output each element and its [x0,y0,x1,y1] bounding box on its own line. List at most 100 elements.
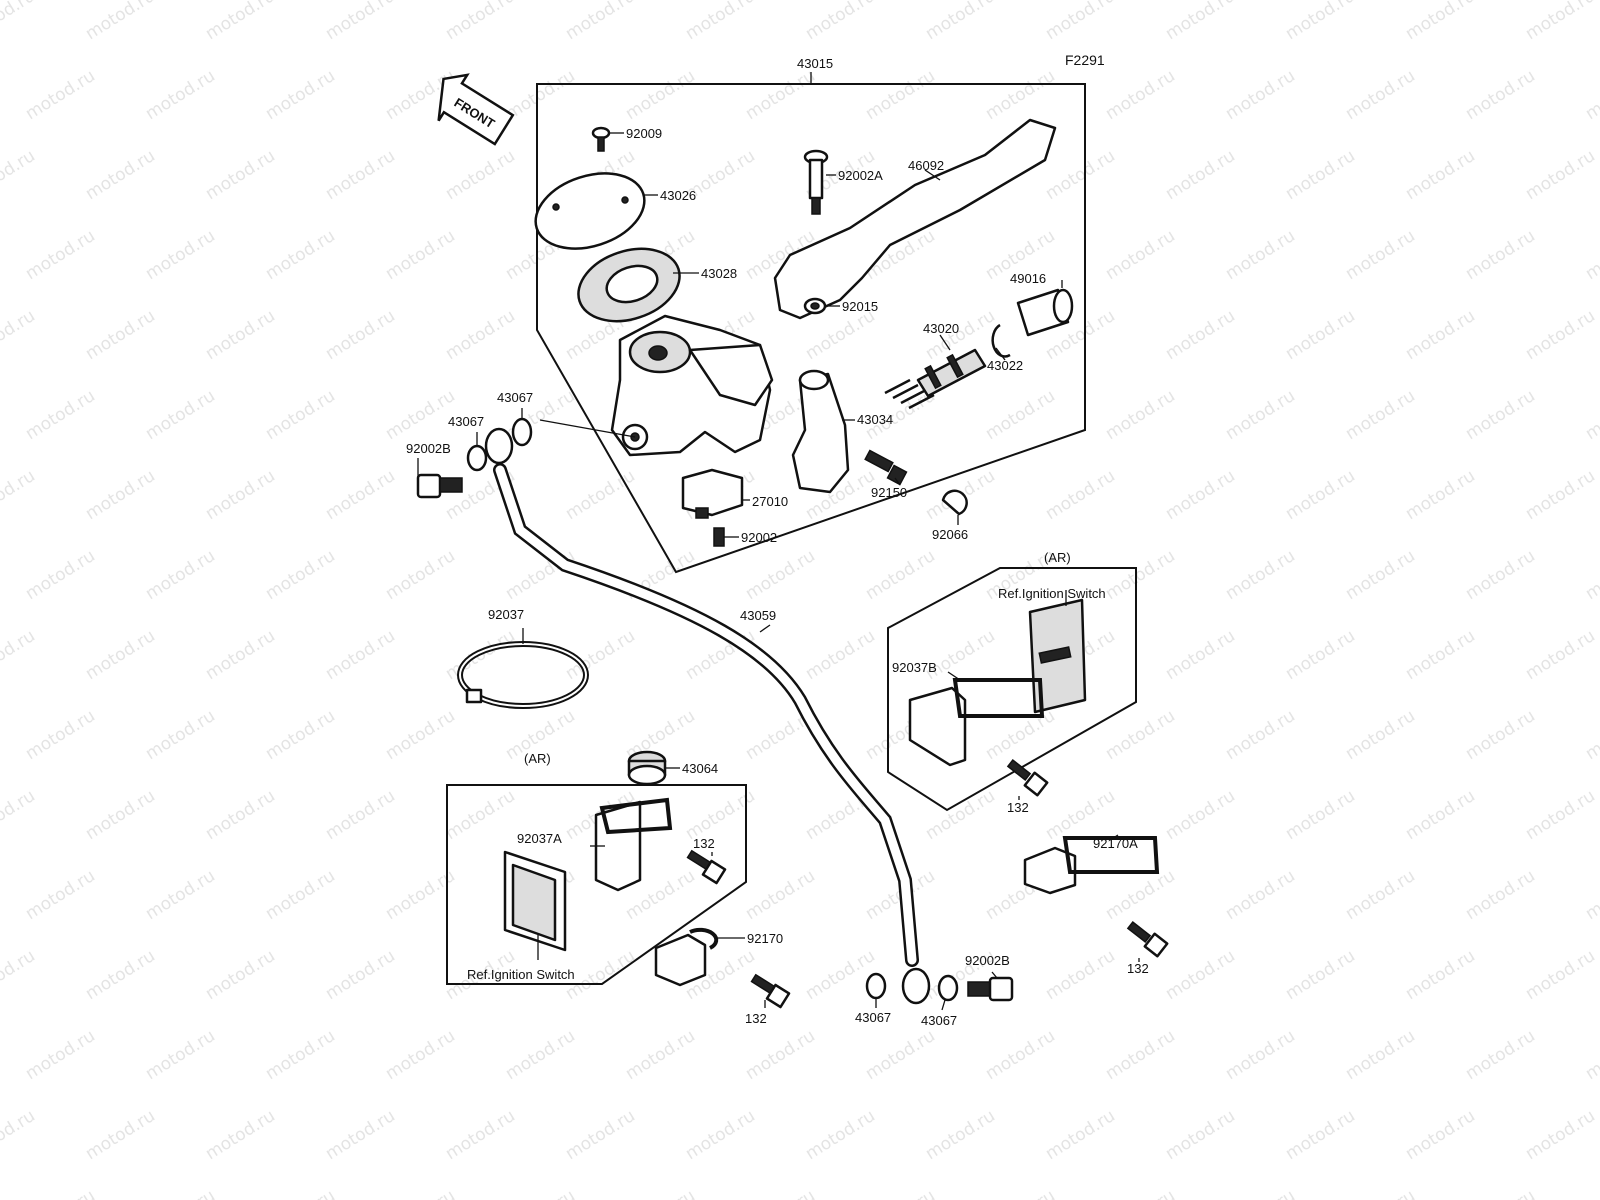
watermark-text: motod.ru [1222,866,1299,924]
watermark-text: motod.ru [862,546,939,604]
watermark-text: motod.ru [322,626,399,684]
watermark-text: motod.ru [1522,0,1599,44]
brake-lever-46092 [773,118,1057,320]
watermark-text: motod.ru [1282,146,1359,204]
label-43064: 43064 [682,761,718,776]
watermark-text: motod.ru [142,1186,219,1200]
watermark-text: motod.ru [82,466,159,524]
watermark-text: motod.ru [1402,786,1479,844]
watermark-text: motod.ru [982,1026,1059,1084]
watermark-text: motod.ru [22,706,99,764]
watermark-text: motod.ru [1102,866,1179,924]
banjo-fitting-right [901,967,931,1005]
label-132-b: 132 [1127,961,1149,976]
watermark-text: motod.ru [1102,226,1179,284]
watermark-text: motod.ru [22,66,99,124]
watermark-text: motod.ru [802,946,879,1004]
watermark-text: motod.ru [1282,1106,1359,1164]
bolt-132-b [1126,921,1169,958]
watermark-text: motod.ru [142,866,219,924]
watermark-text: motod.ru [1582,66,1600,124]
watermark-text: motod.ru [202,146,279,204]
watermark-text: motod.ru [1282,0,1359,44]
watermark-text: motod.ru [862,1026,939,1084]
watermark-text: motod.ru [0,466,39,524]
bolt-132-d [750,973,791,1009]
label-ref-ignition-right: Ref.Ignition Switch [998,586,1106,601]
watermark-text: motod.ru [382,226,459,284]
watermark-text: motod.ru [142,1026,219,1084]
watermark-text: motod.ru [1102,1186,1179,1200]
watermark-text: motod.ru [22,226,99,284]
label-43067-b: 43067 [448,414,484,429]
watermark-text: motod.ru [1222,706,1299,764]
watermark-text: motod.ru [202,0,279,44]
watermark-text: motod.ru [502,1026,579,1084]
watermark-text: motod.ru [0,0,39,44]
watermark-text: motod.ru [22,1186,99,1200]
circlip-43022 [991,323,1011,358]
label-ar-left: (AR) [524,751,551,766]
watermark-text: motod.ru [22,1026,99,1084]
watermark-text: motod.ru [82,0,159,44]
watermark-text: motod.ru [82,306,159,364]
watermark-text: motod.ru [1222,1186,1299,1200]
watermark-text: motod.ru [682,1106,759,1164]
watermark-text: motod.ru [262,1186,339,1200]
watermark-text: motod.ru [1402,146,1479,204]
watermark-text: motod.ru [1102,1026,1179,1084]
watermark-text: motod.ru [1162,786,1239,844]
watermark-text: motod.ru [82,626,159,684]
screw-92009 [591,126,611,152]
label-43026: 43026 [660,188,696,203]
bolt-92150 [864,449,908,486]
watermark-text: motod.ru [1042,946,1119,1004]
washer-43067-c [865,972,887,1000]
watermark-text: motod.ru [142,66,219,124]
watermark-text: motod.ru [922,626,999,684]
watermark-text: motod.ru [562,466,639,524]
watermark-text: motod.ru [982,1186,1059,1200]
watermark-text: motod.ru [142,706,219,764]
watermark-text: motod.ru [1582,706,1600,764]
watermark-text: motod.ru [682,0,759,44]
watermark-text: motod.ru [1402,626,1479,684]
screw-92002 [713,527,725,547]
watermark-text: motod.ru [1462,226,1539,284]
brake-switch-27010 [681,468,744,519]
watermark-text: motod.ru [1222,226,1299,284]
reservoir-cap-43026 [534,172,646,250]
label-49016: 49016 [1010,271,1046,286]
watermark-text: motod.ru [622,1186,699,1200]
watermark-text: motod.ru [1462,386,1539,444]
washer-43067-d [937,974,959,1002]
watermark-text: motod.ru [382,1026,459,1084]
watermark-text: motod.ru [322,786,399,844]
watermark-text: motod.ru [1342,706,1419,764]
boot-49016 [1016,288,1074,337]
ignition-switch-block-right [1028,598,1087,714]
banjo-fitting-left [484,427,514,465]
label-92002: 92002 [741,530,777,545]
label-92009: 92009 [626,126,662,141]
watermark-text: motod.ru [322,146,399,204]
label-92015: 92015 [842,299,878,314]
watermark-text: motod.ru [262,66,339,124]
watermark-text: motod.ru [1342,226,1419,284]
watermark-text: motod.ru [202,466,279,524]
watermark-text: motod.ru [322,946,399,1004]
watermark-text: motod.ru [1042,146,1119,204]
watermark-text: motod.ru [142,226,219,284]
watermark-text: motod.ru [82,786,159,844]
nut-92015 [803,297,827,315]
figure-code: F2291 [1065,52,1105,68]
watermark-text: motod.ru [262,546,339,604]
pivot-bolt-92002A [803,149,829,215]
label-132-c: 132 [693,836,715,851]
watermark-text: motod.ru [382,1186,459,1200]
bracket-92037B [908,678,1045,767]
watermark-text: motod.ru [262,706,339,764]
master-cylinder-body [610,314,774,457]
label-92170A: 92170A [1093,836,1138,851]
watermark-text: motod.ru [1102,386,1179,444]
